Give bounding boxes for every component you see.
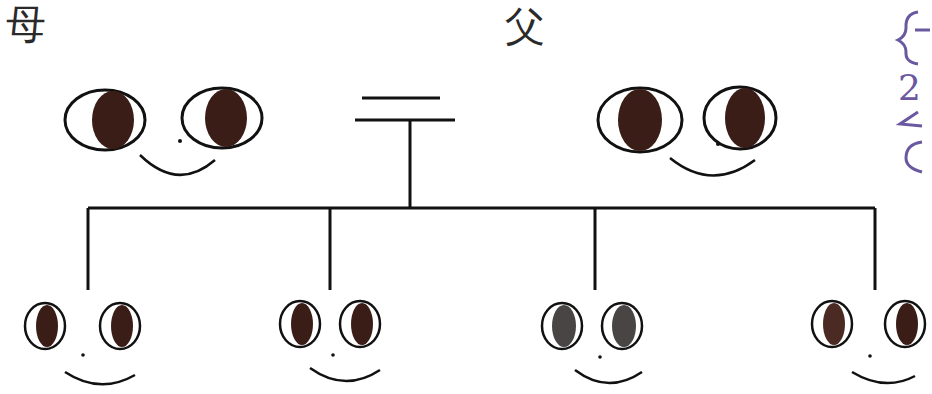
margin-number: 2 [898,70,921,106]
mother-face [65,88,262,175]
child-face [812,301,925,383]
father-face [598,87,776,176]
mother-label: 母 [6,4,46,44]
child-face [25,303,140,384]
father-label: 父 [505,6,545,46]
child-face [280,301,380,381]
child-face [542,303,642,383]
margin-brackets [898,12,930,172]
family-tree-lines [88,98,875,290]
